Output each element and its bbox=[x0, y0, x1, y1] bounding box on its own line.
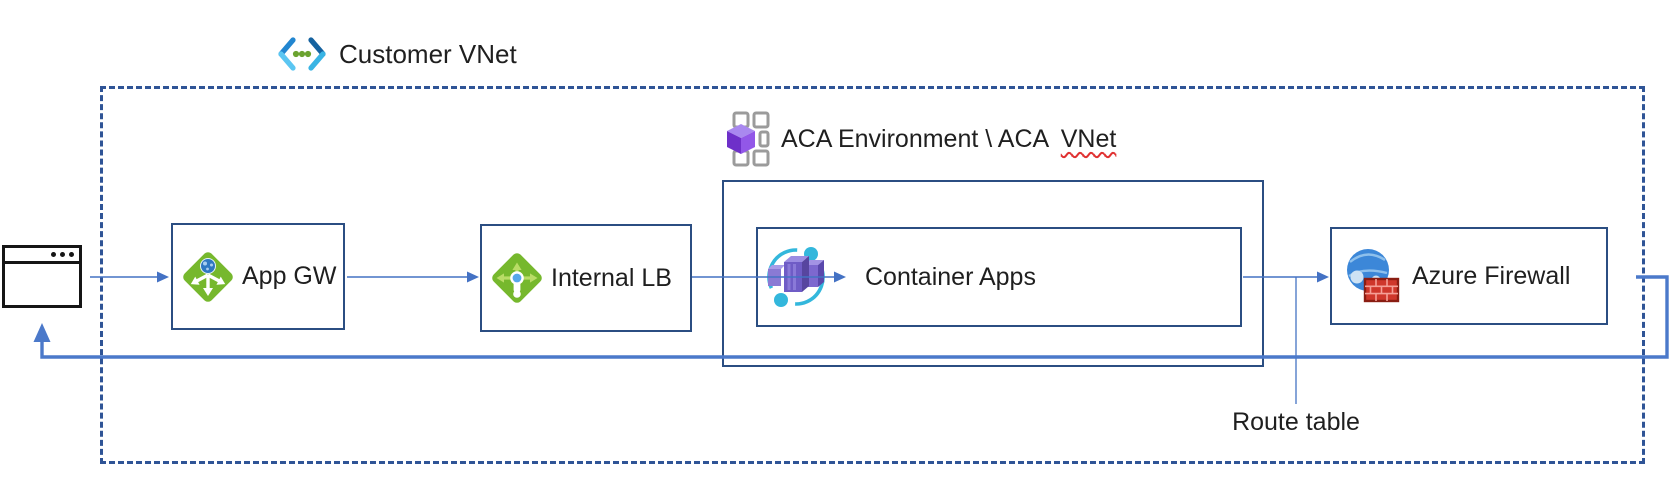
app-gw-box: App GW bbox=[171, 223, 345, 330]
aca-vnet-label: VNet bbox=[1060, 124, 1117, 153]
azure-firewall-box: Azure Firewall bbox=[1330, 227, 1608, 325]
container-apps-box: Container Apps bbox=[756, 227, 1242, 327]
internal-lb-label: Internal LB bbox=[551, 263, 672, 292]
container-apps-icon bbox=[767, 247, 825, 307]
app-gw-label: App GW bbox=[242, 262, 337, 290]
aca-environment-label: ACA Environment \ ACA bbox=[781, 124, 1055, 153]
customer-vnet-label: Customer VNet bbox=[339, 38, 517, 69]
internal-lb-box: Internal LB bbox=[480, 224, 692, 332]
browser-titlebar bbox=[5, 248, 79, 264]
customer-vnet-label-group: Customer VNet bbox=[276, 36, 517, 72]
browser-icon bbox=[2, 245, 82, 308]
browser-dot bbox=[60, 252, 65, 257]
aca-environment-box bbox=[722, 180, 1264, 367]
customer-vnet-boundary bbox=[100, 86, 1645, 464]
azure-firewall-icon bbox=[1347, 249, 1400, 303]
virtual-network-icon bbox=[278, 37, 326, 71]
route-table-label: Route table bbox=[1232, 408, 1360, 436]
container-apps-label: Container Apps bbox=[865, 262, 1036, 291]
aca-environment-label-group: ACA Environment \ ACA VNet bbox=[722, 110, 1116, 168]
browser-dot bbox=[51, 252, 56, 257]
application-gateway-icon bbox=[183, 251, 233, 302]
load-balancer-icon bbox=[492, 253, 542, 303]
aca-environment-icon bbox=[727, 111, 770, 167]
browser-dot bbox=[69, 252, 74, 257]
azure-firewall-label: Azure Firewall bbox=[1412, 261, 1571, 290]
